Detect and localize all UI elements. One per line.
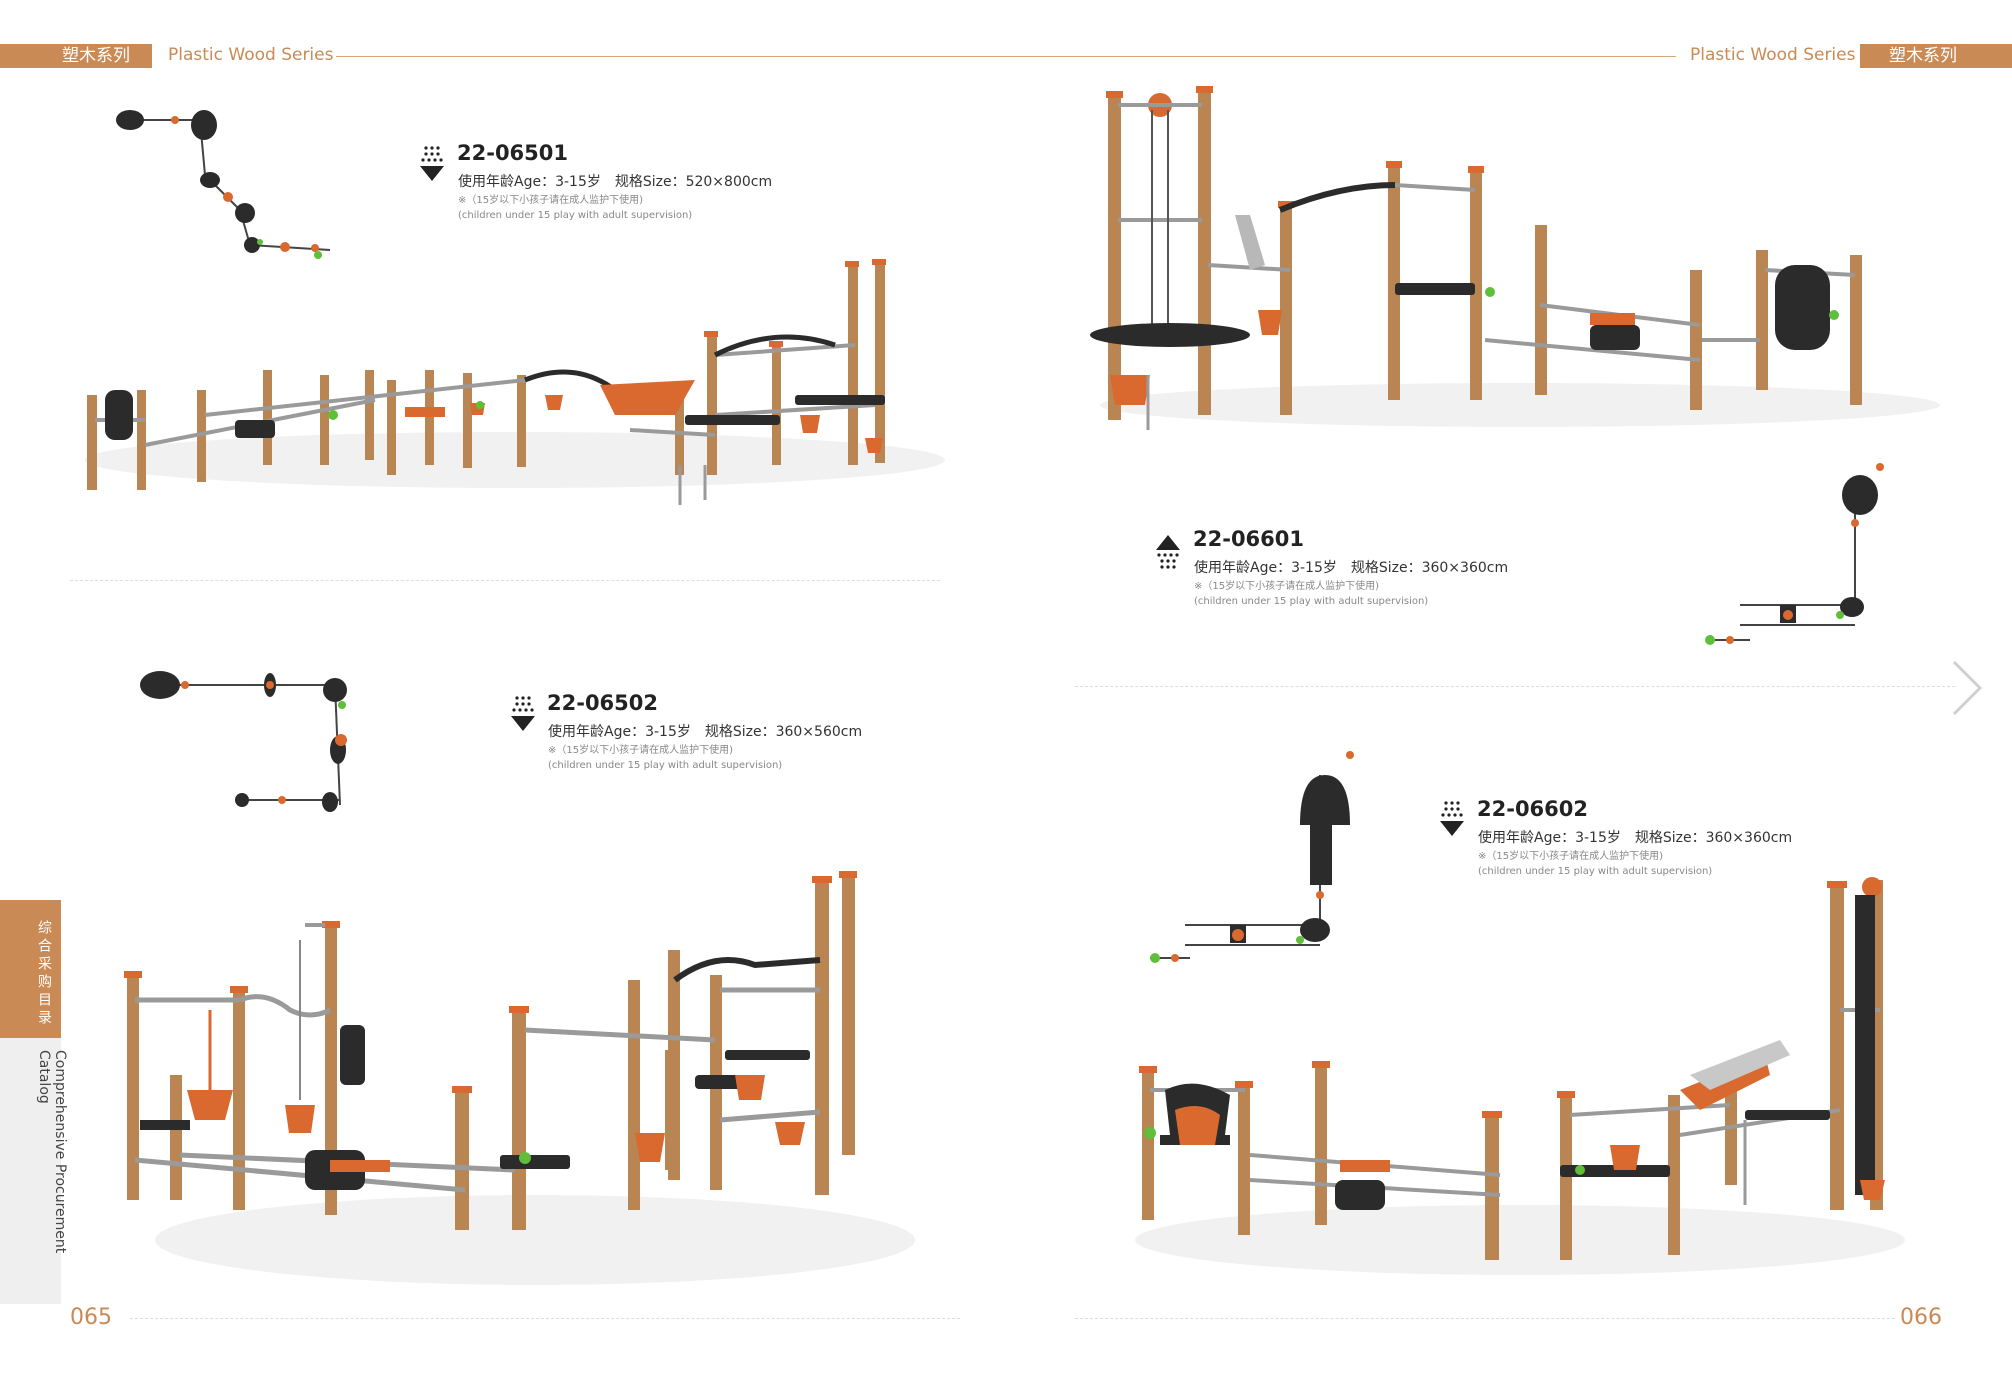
section-divider <box>1075 686 1955 687</box>
header-tag-left-text: 塑木系列 <box>62 46 130 66</box>
product-note-cn: ※（15岁以下小孩子请在成人监护下使用) <box>458 195 644 206</box>
side-tab-cn-label: 综合采购目录 <box>36 920 52 1028</box>
product-code: 22-06602 <box>1477 797 1588 821</box>
footer-rule-right <box>1075 1318 1895 1319</box>
header-tag-right-text: 塑木系列 <box>1889 46 1957 66</box>
arrow-marker-icon <box>420 146 444 181</box>
product-plan-view <box>140 671 347 812</box>
product-note-en: (children under 15 play with adult super… <box>458 210 693 221</box>
header-tag-right: 塑木系列 <box>1860 44 2012 68</box>
product-note-cn: ※（15岁以下小孩子请在成人监护下使用) <box>548 745 734 756</box>
product-3d-view <box>124 871 915 1285</box>
product-note-en: (children under 15 play with adult super… <box>1194 596 1429 607</box>
product-3d-view <box>1135 877 1905 1275</box>
arrow-marker-icon <box>1440 801 1464 836</box>
footer-rule-left <box>130 1318 960 1319</box>
product-plan-view <box>1150 751 1354 963</box>
product-note-en: (children under 15 play with adult super… <box>548 760 783 771</box>
product-spec: 使用年龄Age：3-15岁 规格Size：360×560cm <box>548 724 863 740</box>
product-code: 22-06501 <box>457 141 568 165</box>
product-note-en: (children under 15 play with adult super… <box>1478 866 1713 877</box>
product-plan-view <box>1705 463 1884 645</box>
page-number-left: 065 <box>70 1305 112 1330</box>
product-spec: 使用年龄Age：3-15岁 规格Size：360×360cm <box>1478 830 1793 846</box>
product-code: 22-06601 <box>1193 527 1304 551</box>
header-series-right: Plastic Wood Series <box>1690 45 1856 65</box>
page-number-right: 066 <box>1900 1305 1942 1330</box>
product-code: 22-06502 <box>547 691 658 715</box>
section-divider <box>70 580 940 581</box>
product-note-cn: ※（15岁以下小孩子请在成人监护下使用) <box>1478 851 1664 862</box>
product-3d-view <box>1090 86 1940 430</box>
product-3d-view <box>85 259 945 505</box>
product-note-cn: ※（15岁以下小孩子请在成人监护下使用) <box>1194 581 1380 592</box>
side-tab-en-label: Comprehensive Procurement Catalog <box>36 1050 68 1254</box>
arrow-marker-icon <box>1156 535 1180 569</box>
product-spec: 使用年龄Age：3-15岁 规格Size：520×800cm <box>458 174 773 190</box>
product-spec: 使用年龄Age：3-15岁 规格Size：360×360cm <box>1194 560 1509 576</box>
header-tag-left: 塑木系列 <box>0 44 152 68</box>
side-tab-en: Comprehensive Procurement Catalog <box>0 1038 68 1304</box>
product-plan-view <box>116 110 331 259</box>
chevron-right-icon[interactable] <box>1950 660 1984 716</box>
arrow-marker-icon <box>511 696 535 731</box>
header-series-left: Plastic Wood Series <box>168 45 334 65</box>
side-tab-cn: 综合采购目录 <box>0 900 61 1038</box>
header-rule <box>336 56 1676 57</box>
